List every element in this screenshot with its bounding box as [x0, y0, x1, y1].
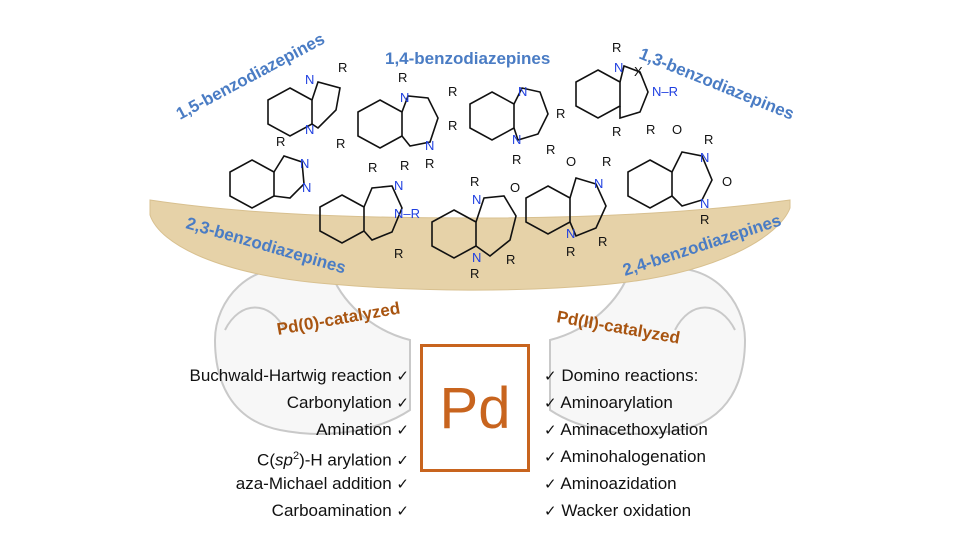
- svg-text:R: R: [556, 106, 565, 121]
- label-1-4-benzodiazepines: 1,4-benzodiazepines: [385, 49, 550, 68]
- svg-text:N: N: [512, 132, 521, 147]
- svg-text:R: R: [602, 154, 611, 169]
- svg-text:N–R: N–R: [652, 84, 678, 99]
- svg-text:N: N: [594, 176, 603, 191]
- svg-text:N: N: [700, 150, 709, 165]
- svg-text:R: R: [612, 124, 621, 139]
- svg-text:R: R: [700, 212, 709, 227]
- svg-text:N: N: [614, 60, 623, 75]
- reaction-item: Amination ✓: [316, 420, 409, 439]
- check-icon: ✓: [396, 394, 409, 412]
- svg-text:N: N: [302, 180, 311, 195]
- svg-text:N: N: [305, 72, 314, 87]
- svg-text:R: R: [448, 84, 457, 99]
- svg-text:R: R: [276, 134, 285, 149]
- check-icon: ✓: [396, 502, 409, 520]
- atom-labels: N R N R R N R R N R N R N R R R N X N–R …: [276, 40, 732, 281]
- palladium-symbol: Pd: [439, 375, 511, 441]
- reaction-item: ✓ Domino reactions:: [544, 366, 699, 385]
- svg-text:O: O: [672, 122, 682, 137]
- check-icon: ✓: [544, 502, 557, 520]
- svg-text:O: O: [510, 180, 520, 195]
- svg-text:R: R: [506, 252, 515, 267]
- svg-text:R: R: [336, 136, 345, 151]
- check-icon: ✓: [544, 367, 557, 385]
- reaction-item: ✓ Aminoazidation: [544, 474, 677, 493]
- svg-text:N–R: N–R: [394, 206, 420, 221]
- structure-1-4-benzodiazepinone: [525, 177, 607, 238]
- check-icon: ✓: [544, 448, 557, 466]
- check-icon: ✓: [396, 451, 409, 470]
- svg-text:N: N: [394, 178, 403, 193]
- svg-text:R: R: [546, 142, 555, 157]
- check-icon: ✓: [544, 394, 557, 412]
- structure-2-4-benzodiazepinedione: [627, 151, 713, 209]
- structure-1-4-benzodiazepine-b: [469, 87, 549, 141]
- svg-text:O: O: [566, 154, 576, 169]
- structure-2-3-benzodiazepine-a: [229, 155, 305, 209]
- svg-text:R: R: [470, 174, 479, 189]
- reaction-item: ✓ Aminoarylation: [544, 393, 673, 412]
- check-icon: ✓: [396, 421, 409, 439]
- svg-text:R: R: [612, 40, 621, 55]
- check-icon: ✓: [544, 475, 557, 493]
- svg-text:R: R: [338, 60, 347, 75]
- structure-1-3-benzodiazepine: [575, 64, 649, 120]
- muscle-arms-icon: [213, 267, 747, 435]
- reaction-item: C(sp2)-H arylation ✓: [257, 450, 409, 470]
- reaction-item: aza-Michael addition ✓: [235, 474, 409, 493]
- structure-1-5-benzodiazepinone: [431, 195, 517, 259]
- svg-text:R: R: [394, 246, 403, 261]
- svg-text:R: R: [598, 234, 607, 249]
- check-icon: ✓: [544, 421, 557, 439]
- svg-text:R: R: [512, 152, 521, 167]
- svg-text:N: N: [400, 90, 409, 105]
- check-icon: ✓: [396, 367, 409, 385]
- svg-text:X: X: [634, 64, 643, 79]
- svg-text:N: N: [305, 122, 314, 137]
- svg-text:R: R: [566, 244, 575, 259]
- svg-text:R: R: [368, 160, 377, 175]
- svg-text:R: R: [425, 156, 434, 171]
- structure-1-5-benzodiazepine: [267, 81, 341, 137]
- structure-2-3-benzodiazepine-b: [319, 185, 403, 244]
- palladium-box: Pd: [420, 344, 530, 472]
- reaction-item: ✓ Aminohalogenation: [544, 447, 706, 466]
- reaction-item: ✓ Aminacethoxylation: [544, 420, 708, 439]
- svg-text:N: N: [518, 84, 527, 99]
- svg-text:N: N: [472, 192, 481, 207]
- svg-text:R: R: [470, 266, 479, 281]
- svg-text:N: N: [425, 138, 434, 153]
- reaction-item: Carboamination ✓: [271, 501, 409, 520]
- svg-text:O: O: [722, 174, 732, 189]
- svg-text:N: N: [566, 226, 575, 241]
- svg-text:N: N: [300, 156, 309, 171]
- svg-text:R: R: [400, 158, 409, 173]
- svg-text:N: N: [472, 250, 481, 265]
- svg-text:R: R: [646, 122, 655, 137]
- reaction-item: Buchwald-Hartwig reaction ✓: [189, 366, 409, 385]
- check-icon: ✓: [396, 475, 409, 493]
- structure-1-4-benzodiazepine-a: [357, 95, 439, 149]
- svg-text:R: R: [398, 70, 407, 85]
- support-shelf: [149, 199, 791, 291]
- reaction-item: ✓ Wacker oxidation: [544, 501, 692, 520]
- svg-text:R: R: [704, 132, 713, 147]
- svg-text:N: N: [700, 196, 709, 211]
- reaction-item: Carbonylation ✓: [286, 393, 409, 412]
- svg-text:R: R: [448, 118, 457, 133]
